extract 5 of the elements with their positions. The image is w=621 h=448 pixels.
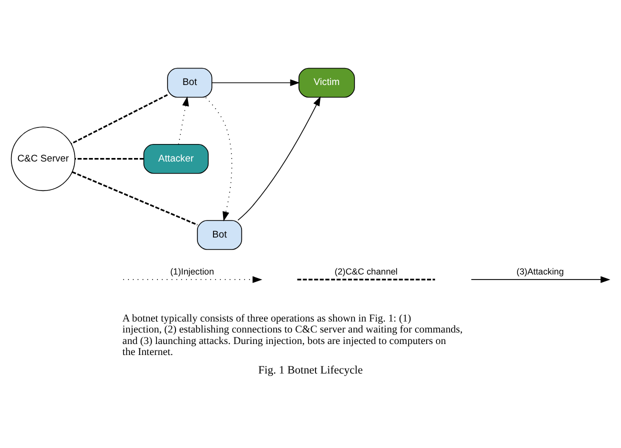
legend-label: (2)C&C channel [334,266,398,277]
label: A botnet typically consists of three operations as shown in Fig. 1: (1) injection, (2) establishing connections to C&C server and waiting for commands, and (3) launching attacks. During injection, bots are injected to computers on the Internet. [122,313,463,358]
caption: Fig. 1 Botnet Lifecycle [258,364,363,376]
legend-label: (1)Injection [170,266,214,277]
legend-label: (3)Attacking [516,266,564,277]
